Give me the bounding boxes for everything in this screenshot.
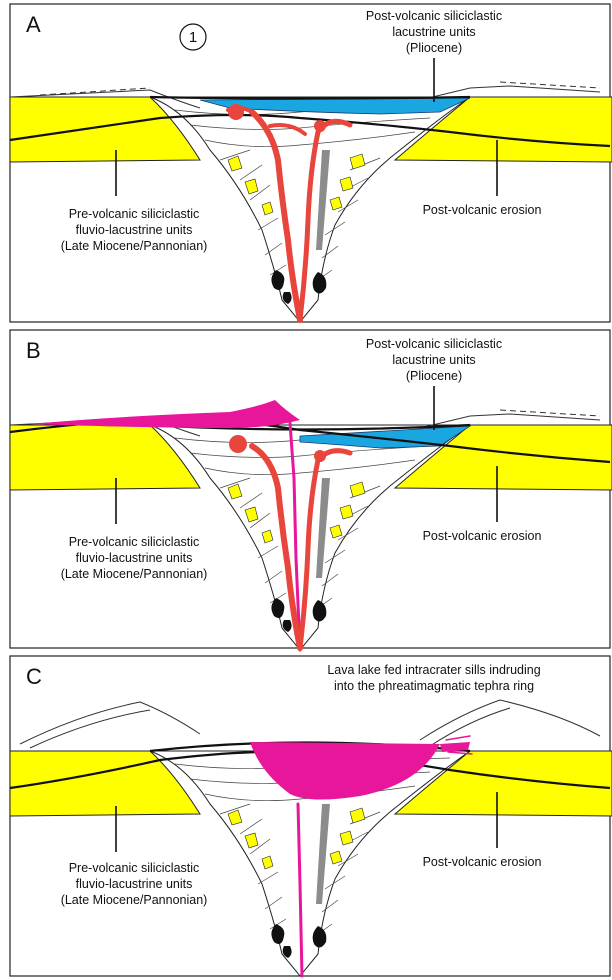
circle-number: 1 [189, 29, 197, 46]
panel-a-label-left-3: (Late Miocene/Pannonian) [61, 239, 208, 253]
surface-lava-flow [30, 400, 300, 428]
panel-c-label-left-3: (Late Miocene/Pannonian) [61, 893, 208, 907]
panel-a-label-right: Post-volcanic erosion [423, 203, 542, 217]
panel-b-label-top-2: lacustrine units [392, 353, 475, 367]
panel-b-label-top-3: (Pliocene) [406, 369, 462, 383]
panel-b-letter: B [26, 338, 41, 363]
panel-b: B Post-volcanic siliciclastic lacustrine… [10, 330, 612, 650]
panel-a-label-top-1: Post-volcanic siliciclastic [366, 9, 502, 23]
panel-b-label-left-3: (Late Miocene/Pannonian) [61, 567, 208, 581]
panel-a-letter: A [26, 12, 41, 37]
panel-c-label-left-2: fluvio-lacustrine units [76, 877, 193, 891]
panel-c: C Lava lake fed intracrater sills indrud… [10, 656, 612, 976]
panel-a-label-top-3: (Pliocene) [406, 41, 462, 55]
panel-b-cross-section [10, 400, 612, 650]
panel-a-label-left-2: fluvio-lacustrine units [76, 223, 193, 237]
panel-a: A 1 Post-volcanic siliciclastic lacust [10, 4, 612, 322]
panel-c-cross-section [10, 700, 612, 976]
panel-c-label-top-2: into the phreatimagmatic tephra ring [334, 679, 534, 693]
panel-a-circle-marker: 1 [180, 24, 206, 50]
panel-b-label-right: Post-volcanic erosion [423, 529, 542, 543]
panel-c-letter: C [26, 664, 42, 689]
panel-a-label-top-2: lacustrine units [392, 25, 475, 39]
panel-b-label-top-1: Post-volcanic siliciclastic [366, 337, 502, 351]
panel-c-label-top-1: Lava lake fed intracrater sills indrudin… [327, 663, 540, 677]
panel-a-cross-section [10, 82, 612, 322]
panel-c-label-left-1: Pre-volcanic siliciclastic [69, 861, 200, 875]
panel-c-label-right: Post-volcanic erosion [423, 855, 542, 869]
panel-a-label-left-1: Pre-volcanic siliciclastic [69, 207, 200, 221]
panel-b-label-left-1: Pre-volcanic siliciclastic [69, 535, 200, 549]
panel-b-label-left-2: fluvio-lacustrine units [76, 551, 193, 565]
